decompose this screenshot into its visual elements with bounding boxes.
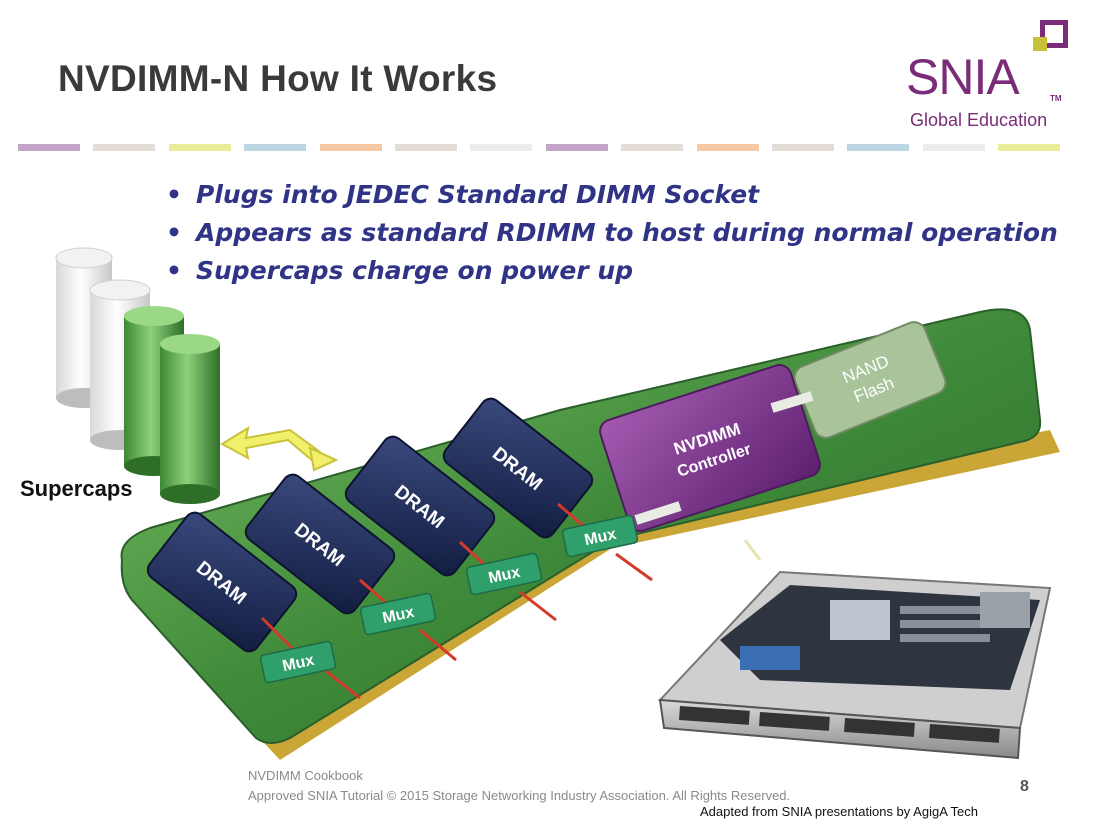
credit-text: Adapted from SNIA presentations by AgigA… [700,804,978,819]
stripe-segment [244,144,307,151]
stripe-segment [319,144,382,151]
bullet-dot-icon: • [166,256,182,285]
controller-mux-arrow-icon [634,501,682,525]
supercap-cylinders [55,247,220,504]
mux-chip: Mux [465,552,543,596]
mux-label: Mux [487,564,522,587]
dram-chip: DRAM [244,473,396,615]
mux-label: Mux [381,604,416,627]
stripe-segment [696,144,759,151]
supercap-green-2 [160,334,220,504]
logo-subtitle: Global Education [910,110,1048,130]
footer-line-2: Approved SNIA Tutorial © 2015 Storage Ne… [248,788,791,803]
mux-chip: Mux [561,514,639,558]
server-chassis-image [657,570,1052,760]
mux-label: Mux [583,526,618,549]
bullet-item: •Supercaps charge on power up [166,252,1058,290]
bullet-dot-icon: • [166,180,182,209]
mux-chip: Mux [359,592,437,636]
slide-title: NVDIMM-N How It Works [58,58,498,99]
bullet-item: •Appears as standard RDIMM to host durin… [166,214,1058,252]
stripe-segment [998,144,1061,151]
stripe-segment [771,144,834,151]
dram-chip: DRAM [442,397,594,539]
logo-wordmark: SNIA [906,49,1020,105]
stripe-segment [847,144,910,151]
stripe-segment [545,144,608,151]
logo-tm: TM [1050,94,1062,103]
stripe-segment [93,144,156,151]
dram-chip: DRAM [344,435,496,577]
stripe-segment [394,144,457,151]
stripe-segment [18,144,80,151]
controller-nand-arrow-icon [770,391,814,413]
mux-chip: Mux [259,640,337,684]
logo-square-small [1033,37,1047,51]
stripe-segment [922,144,985,151]
supercaps-label: Supercaps [20,476,133,501]
page-number: 8 [1020,778,1029,795]
stripe-segment [470,144,533,151]
nand-flash-chip: NAND Flash [793,321,947,439]
supercap-link-arrow-icon [219,425,339,472]
stripe-segment [621,144,684,151]
mux-label: Mux [281,652,316,675]
nvdimm-controller-chip: NVDIMM Controller [599,364,821,532]
board-notch [743,539,762,561]
logo-square-large [1040,20,1068,48]
dram-chip: DRAM [146,511,298,653]
bullet-item: •Plugs into JEDEC Standard DIMM Socket [166,176,1058,214]
footer-line-1: NVDIMM Cookbook [248,768,363,783]
bullet-list: •Plugs into JEDEC Standard DIMM Socket •… [166,176,1058,290]
snia-logo: SNIA TM Global Education [900,14,1080,134]
stripe-segment [168,144,231,151]
bullet-dot-icon: • [166,218,182,247]
decorative-stripe-bar [18,144,1078,152]
